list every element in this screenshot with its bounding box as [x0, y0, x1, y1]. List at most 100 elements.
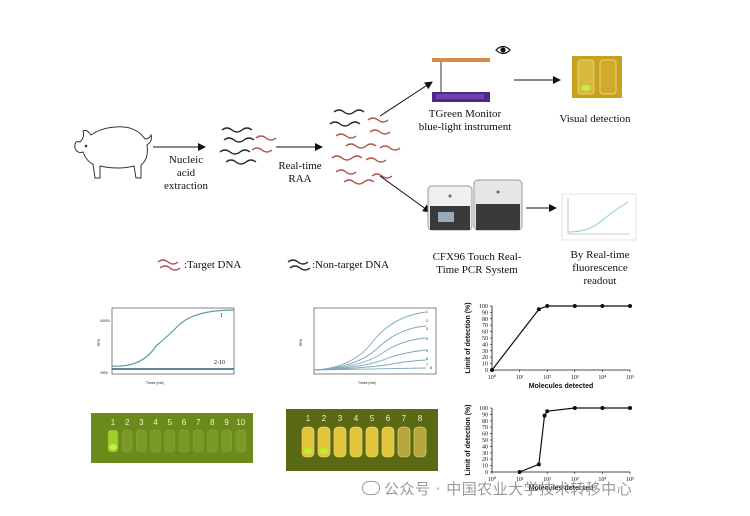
gel-tube — [122, 430, 132, 452]
legend-non-target-icon — [288, 260, 310, 270]
lane-number: 1 — [306, 414, 311, 423]
data-point — [600, 304, 604, 308]
lane-number: 7 — [402, 414, 407, 423]
y-tick-label: 10 — [482, 362, 488, 368]
data-point — [628, 406, 632, 410]
y-tick-label: 60 — [482, 432, 488, 438]
dna-cluster-2 — [330, 110, 400, 184]
y-tick-label: 70 — [482, 425, 488, 431]
svg-text:RFU: RFU — [97, 338, 101, 346]
step-extraction-label: Nucleic acid extraction — [160, 154, 212, 193]
data-point — [537, 462, 541, 466]
lane-number: 5 — [370, 414, 375, 423]
lane-number: 4 — [354, 414, 359, 423]
legend-target-label: :Target DNA — [184, 259, 241, 272]
gel-tube — [136, 430, 146, 452]
lane-number: 1 — [111, 418, 116, 427]
lane-number: 8 — [210, 418, 215, 427]
cfx96-instrument-icon — [428, 180, 522, 230]
sensitivity-curve-label: 8 — [430, 366, 432, 370]
svg-text:RFU: RFU — [299, 338, 303, 346]
y-tick-label: 40 — [482, 444, 488, 450]
gel-tube — [222, 430, 232, 452]
cfx96-label: CFX96 Touch Real- Time PCR System — [424, 251, 530, 277]
svg-text:Times (min): Times (min) — [146, 381, 164, 385]
y-tick-label: 40 — [482, 342, 488, 348]
y-tick-label: 80 — [482, 317, 488, 323]
lane-number: 2 — [125, 418, 130, 427]
data-point — [545, 409, 549, 413]
sensitivity-curve-label: 2 — [426, 319, 428, 323]
gel-tube — [366, 427, 378, 457]
pig-icon — [75, 127, 152, 178]
y-tick-label: 90 — [482, 310, 488, 316]
gel-positive-signal — [109, 444, 117, 450]
y-tick-label: 0 — [485, 368, 488, 374]
eye-icon — [496, 47, 510, 54]
fluorescence-readout-label: By Real-time fluorescence readout — [562, 249, 638, 288]
y-axis-label: Limit of detection (%) — [465, 302, 472, 373]
x-tick-label: 10³ — [571, 375, 579, 381]
lane-number: 7 — [196, 418, 201, 427]
dna-cluster-1 — [220, 128, 276, 164]
gel-tube — [414, 427, 426, 457]
visual-detection-tubes-image — [572, 56, 622, 98]
gel-tube — [334, 427, 346, 457]
sensitivity-curve-label: 7 — [426, 363, 428, 367]
gel-tube — [165, 430, 175, 452]
legend-target-icon — [158, 260, 180, 270]
y-axis-label: Limit of detection (%) — [465, 404, 472, 475]
y-tick-label: 60 — [482, 330, 488, 336]
x-tick-label: 10² — [543, 375, 551, 381]
gel-tube — [398, 427, 410, 457]
y-tick-label: 10 — [482, 464, 488, 470]
x-tick-label: 10⁵ — [626, 375, 634, 381]
tgreen-label: TGreen Monitor blue-light instrument — [412, 108, 518, 134]
sensitivity-curve-label: 6 — [426, 357, 428, 361]
lane-number: 6 — [182, 418, 187, 427]
gel-tube — [179, 430, 189, 452]
lane-number: 5 — [168, 418, 173, 427]
x-tick-label: 10⁰ — [488, 374, 497, 381]
y-tick-label: 20 — [482, 457, 488, 463]
visual-detection-label: Visual detection — [556, 113, 634, 126]
tgreen-instrument-icon — [432, 58, 490, 102]
lane-number: 3 — [139, 418, 144, 427]
mini-fluorescence-plot — [562, 194, 636, 240]
svg-text:40000: 40000 — [100, 319, 110, 323]
y-tick-label: 50 — [482, 438, 488, 444]
watermark: 公众号 · 中国农业大学技术转移中心 — [362, 478, 632, 499]
gel-tube — [151, 430, 161, 452]
y-tick-label: 100 — [479, 406, 488, 412]
data-point — [518, 470, 522, 474]
data-point — [545, 304, 549, 308]
gel-tube — [236, 430, 246, 452]
lane-number: 2 — [322, 414, 327, 423]
step-raa-label: Real-time RAA — [270, 160, 330, 186]
y-tick-label: 70 — [482, 323, 488, 329]
lane-number: 10 — [236, 418, 245, 427]
y-tick-label: 30 — [482, 451, 488, 457]
data-point — [490, 368, 494, 372]
y-tick-label: 30 — [482, 349, 488, 355]
gel-tube — [193, 430, 203, 452]
svg-text:Times (min): Times (min) — [358, 381, 376, 385]
workflow-diagram — [0, 0, 750, 290]
y-tick-label: 20 — [482, 355, 488, 361]
wechat-icon — [362, 481, 380, 495]
data-point — [543, 414, 547, 418]
data-point — [537, 307, 541, 311]
curve-label-negative: 2-10 — [214, 360, 225, 366]
lane-number: 9 — [224, 418, 229, 427]
x-axis-label: Molecules detected — [529, 383, 594, 390]
lane-number: 8 — [418, 414, 423, 423]
lane-number: 6 — [386, 414, 391, 423]
lod-curve — [492, 306, 630, 370]
y-tick-label: 100 — [479, 304, 488, 310]
data-point — [628, 304, 632, 308]
y-tick-label: 80 — [482, 419, 488, 425]
data-point — [600, 406, 604, 410]
lane-number: 3 — [338, 414, 343, 423]
